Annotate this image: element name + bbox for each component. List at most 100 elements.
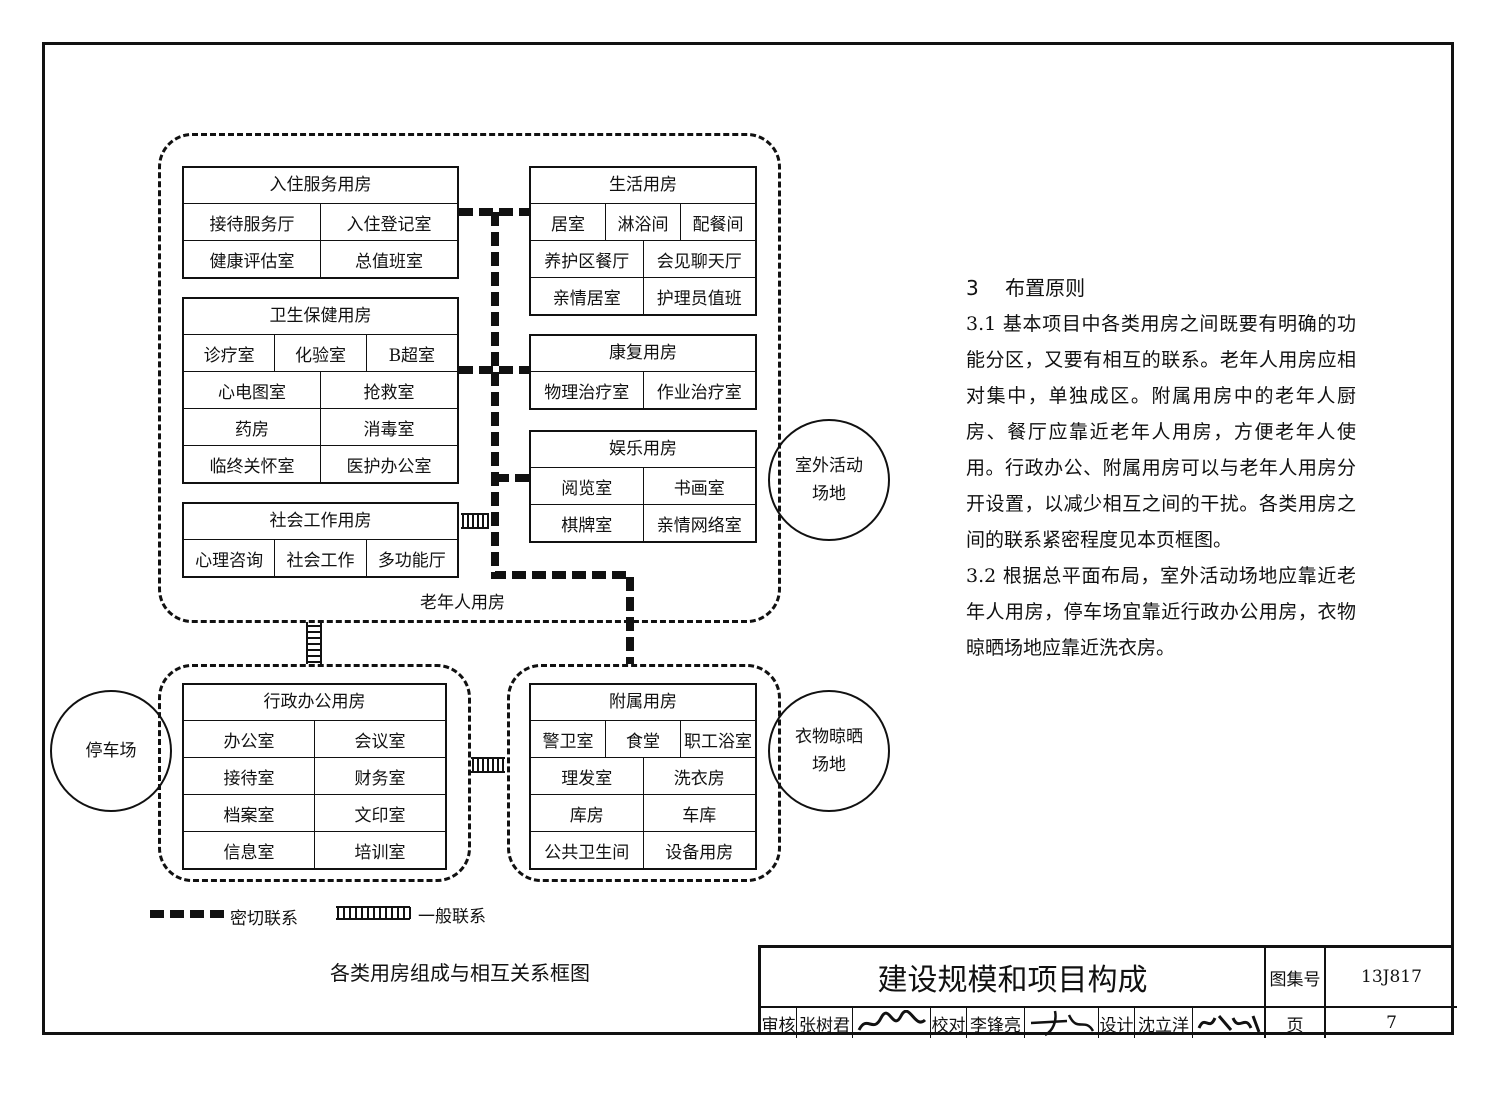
atlas-number: 13J817 (1326, 948, 1457, 1008)
auxiliary-row: 公共卫生间设备用房 (531, 832, 755, 868)
room-cell: 健康评估室 (184, 241, 321, 277)
room-cell: 理发室 (531, 758, 644, 794)
health-row: 心电图室 抢救室 (184, 372, 457, 409)
room-cell: 文印室 (354, 805, 406, 826)
room-cell: 作业治疗室 (656, 382, 742, 403)
room-cell: 设备用房 (665, 842, 734, 863)
living-row: 亲情居室护理员值班 (531, 278, 755, 314)
recreation-row: 棋牌室亲情网络室 (531, 505, 755, 541)
auxiliary-row: 警卫室食堂职工浴室 (531, 721, 755, 758)
room-cell: 配餐间 (692, 214, 744, 235)
social-box-title: 社会工作用房 (184, 504, 457, 540)
room-cell: 消毒室 (363, 419, 415, 440)
room-cell: 护理员值班 (656, 288, 742, 309)
drawing-title: 建设规模和项目构成 (761, 948, 1266, 1008)
room-cell: 心理咨询 (184, 540, 276, 576)
room-cell: 医护办公室 (346, 456, 432, 477)
principles-heading: 3 布置原则 (966, 276, 1086, 300)
legend-general-label: 一般联系 (418, 907, 486, 927)
close-link-trunk (491, 212, 634, 664)
recreation-row: 阅览室书画室 (531, 468, 755, 505)
checker-label: 校对 (931, 1008, 967, 1038)
signature-stroke (1197, 1015, 1260, 1033)
health-row: 药房消毒室 (184, 409, 457, 446)
legend-general-symbol (336, 906, 411, 920)
principle-3-1: 3.1 基本项目中各类用房之间既要有明确的功能分区，又要有相互的联系。老年人用房… (966, 313, 1356, 551)
checkin-box: 入住服务用房接待服务厅 入住登记室健康评估室总值班室 (182, 166, 459, 279)
signature-stroke (857, 1010, 926, 1031)
auxiliary-row: 理发室 洗衣房 (531, 758, 755, 795)
parking-circle: 停车场 (50, 690, 172, 812)
title-block: 建设规模和项目构成 图集号 13J817 审核 张树君 校对 李锋亮 设计 沈立… (758, 945, 1457, 1038)
auxiliary-row: 库房 车库 (531, 795, 755, 832)
living-row: 居室淋浴间配餐间 (531, 204, 755, 241)
admin-row: 信息室培训室 (184, 832, 445, 868)
room-cell: 培训室 (354, 842, 406, 863)
room-cell: 会见聊天厅 (656, 251, 742, 272)
health-box-title: 卫生保健用房 (184, 299, 457, 335)
room-cell: 会议室 (354, 731, 406, 752)
general-link-admin-auxiliary (471, 757, 505, 773)
checkin-box-title: 入住服务用房 (184, 168, 457, 204)
room-cell: 警卫室 (531, 721, 606, 757)
admin-row: 档案室文印室 (184, 795, 445, 832)
room-cell: 接待服务厅 (184, 204, 321, 240)
rehab-box-title: 康复用房 (531, 336, 755, 372)
room-cell: 棋牌室 (531, 505, 644, 541)
room-cell: 车库 (682, 805, 717, 826)
designer-signature (1193, 1008, 1266, 1038)
checkin-row: 接待服务厅 入住登记室 (184, 204, 457, 241)
admin-box-title: 行政办公用房 (184, 685, 445, 721)
reviewer-label: 审核 (761, 1008, 797, 1038)
designer-label: 设计 (1099, 1008, 1135, 1038)
reviewer-signature (853, 1008, 931, 1038)
auxiliary-box: 附属用房警卫室食堂职工浴室理发室 洗衣房库房 车库公共卫生间设备用房 (529, 683, 757, 870)
admin-row: 接待室财务室 (184, 758, 445, 795)
health-row: 临终关怀室 医护办公室 (184, 446, 457, 482)
room-cell: 公共卫生间 (531, 832, 644, 868)
recreation-box-title: 娱乐用房 (531, 432, 755, 468)
room-cell: B超室 (388, 345, 436, 366)
social-row: 心理咨询社会工作多功能厅 (184, 540, 457, 576)
designer-name: 沈立洋 (1135, 1008, 1193, 1038)
room-cell: 洗衣房 (673, 768, 725, 789)
signature-stroke (1030, 1010, 1094, 1037)
room-cell: 库房 (531, 795, 644, 831)
laundry-line-1: 衣物晾晒 (795, 727, 863, 747)
general-link-social (461, 513, 489, 529)
rehab-box: 康复用房物理治疗室作业治疗室 (529, 334, 757, 410)
living-box-title: 生活用房 (531, 168, 755, 204)
living-row: 养护区餐厅会见聊天厅 (531, 241, 755, 278)
admin-box: 行政办公用房办公室 会议室接待室财务室档案室文印室信息室培训室 (182, 683, 447, 870)
page-label: 页 (1266, 1008, 1326, 1038)
room-cell: 淋浴间 (606, 204, 681, 240)
room-cell: 入住登记室 (346, 214, 432, 235)
legend-close-label: 密切联系 (230, 909, 298, 929)
social-box: 社会工作用房心理咨询社会工作多功能厅 (182, 502, 459, 578)
room-cell: 财务室 (354, 768, 406, 789)
principle-3-2: 3.2 根据总平面布局，室外活动场地应靠近老年人用房，停车场宜靠近行政办公用房，… (966, 565, 1356, 659)
checkin-row: 健康评估室总值班室 (184, 241, 457, 277)
room-cell: 心电图室 (184, 372, 321, 408)
room-cell: 亲情网络室 (656, 515, 742, 536)
checker-signature (1025, 1008, 1099, 1038)
diagram-caption: 各类用房组成与相互关系框图 (330, 961, 590, 985)
outdoor-line-2: 场地 (812, 484, 846, 504)
recreation-box: 娱乐用房阅览室书画室棋牌室亲情网络室 (529, 430, 757, 543)
living-box: 生活用房居室淋浴间配餐间养护区餐厅会见聊天厅亲情居室护理员值班 (529, 166, 757, 316)
room-cell: 物理治疗室 (531, 372, 644, 408)
room-cell: 食堂 (606, 721, 681, 757)
room-cell: 抢救室 (363, 382, 415, 403)
room-cell: 临终关怀室 (184, 446, 321, 482)
auxiliary-box-title: 附属用房 (531, 685, 755, 721)
room-cell: 书画室 (673, 478, 725, 499)
elderly-zone-label: 老年人用房 (420, 593, 505, 613)
laundry-drying-circle: 衣物晾晒场地 (768, 690, 890, 812)
drawing-frame (42, 42, 1454, 1035)
reviewer-name: 张树君 (797, 1008, 853, 1038)
admin-row: 办公室 会议室 (184, 721, 445, 758)
room-cell: 办公室 (184, 721, 315, 757)
